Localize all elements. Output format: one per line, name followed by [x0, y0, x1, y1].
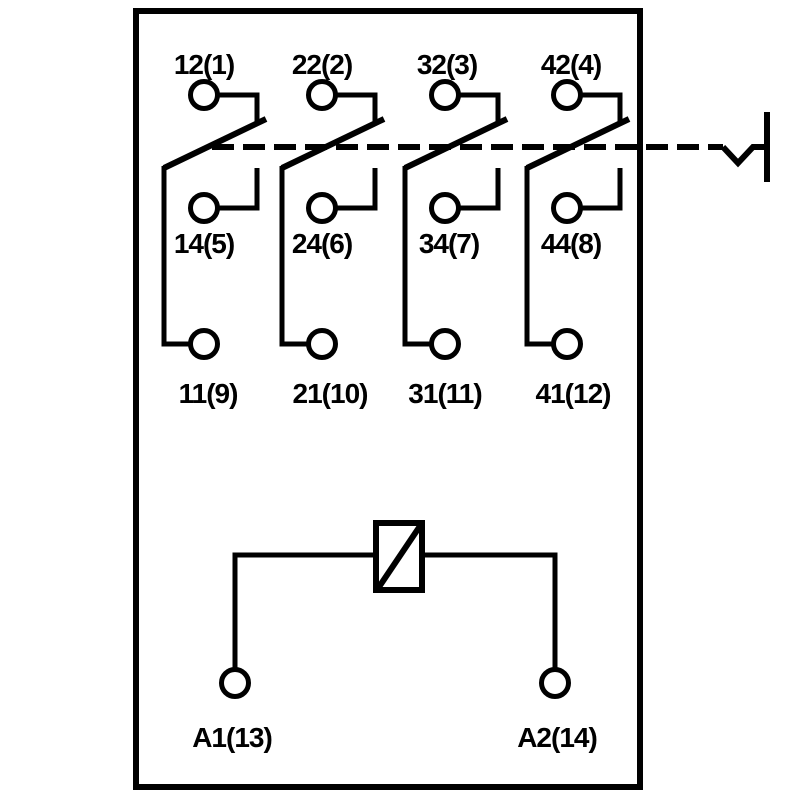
no-wire: [580, 168, 623, 211]
contact-blade: [525, 116, 631, 171]
nc-terminal-circle: [188, 79, 220, 111]
nc-terminal-label: 22(2): [292, 49, 352, 80]
a1-wire: [232, 552, 373, 670]
common-terminal-label: 41(12): [536, 378, 611, 409]
no-terminal-label: 34(7): [419, 228, 479, 259]
mechanical-linkage: [212, 112, 770, 182]
no-wire: [217, 168, 260, 211]
pole-4: 42(4) 44(8) 41(12): [524, 49, 631, 409]
nc-wire: [458, 92, 501, 125]
a2-wire: [425, 552, 558, 670]
common-terminal-circle: [188, 328, 220, 360]
no-terminal-label: 14(5): [174, 228, 234, 259]
nc-terminal-label: 12(1): [174, 49, 234, 80]
no-terminal-circle: [306, 192, 338, 224]
no-terminal-label: 44(8): [541, 228, 601, 259]
a2-terminal-circle: [539, 667, 571, 699]
no-terminal-label: 24(6): [292, 228, 352, 259]
nc-terminal-circle: [429, 79, 461, 111]
contact-blade: [403, 116, 509, 171]
no-wire: [458, 168, 501, 211]
common-terminal-circle: [551, 328, 583, 360]
common-terminal-circle: [429, 328, 461, 360]
nc-terminal-label: 42(4): [541, 49, 601, 80]
no-terminal-circle: [429, 192, 461, 224]
common-terminal-label: 11(9): [179, 378, 238, 409]
common-terminal-circle: [306, 328, 338, 360]
nc-terminal-circle: [551, 79, 583, 111]
coil-diagonal-icon: [376, 524, 423, 589]
pole-1: 12(1) 14(5) 11(9): [161, 49, 268, 409]
no-wire: [335, 168, 378, 211]
pole-2: 22(2) 24(6) 21(10): [279, 49, 386, 409]
nc-wire: [580, 92, 623, 125]
no-terminal-circle: [188, 192, 220, 224]
no-terminal-circle: [551, 192, 583, 224]
common-terminal-label: 21(10): [293, 378, 368, 409]
contact-blade: [280, 116, 386, 171]
pole-3: 32(3) 34(7) 31(11): [402, 49, 509, 409]
common-terminal-label: 31(11): [408, 378, 481, 409]
nc-wire: [217, 92, 260, 125]
nc-wire: [335, 92, 378, 125]
a2-terminal-label: A2(14): [517, 722, 597, 753]
nc-terminal-circle: [306, 79, 338, 111]
common-wire: [402, 166, 432, 347]
actuator-notch-icon: [720, 144, 765, 168]
common-wire: [279, 166, 309, 347]
coil-circuit: A1(13) A2(14): [192, 520, 598, 753]
common-wire: [161, 166, 191, 347]
nc-terminal-label: 32(3): [417, 49, 477, 80]
a1-terminal-circle: [219, 667, 251, 699]
enclosure-border: [133, 8, 643, 790]
contact-blade: [162, 116, 268, 171]
a1-terminal-label: A1(13): [192, 722, 272, 753]
common-wire: [524, 166, 554, 347]
